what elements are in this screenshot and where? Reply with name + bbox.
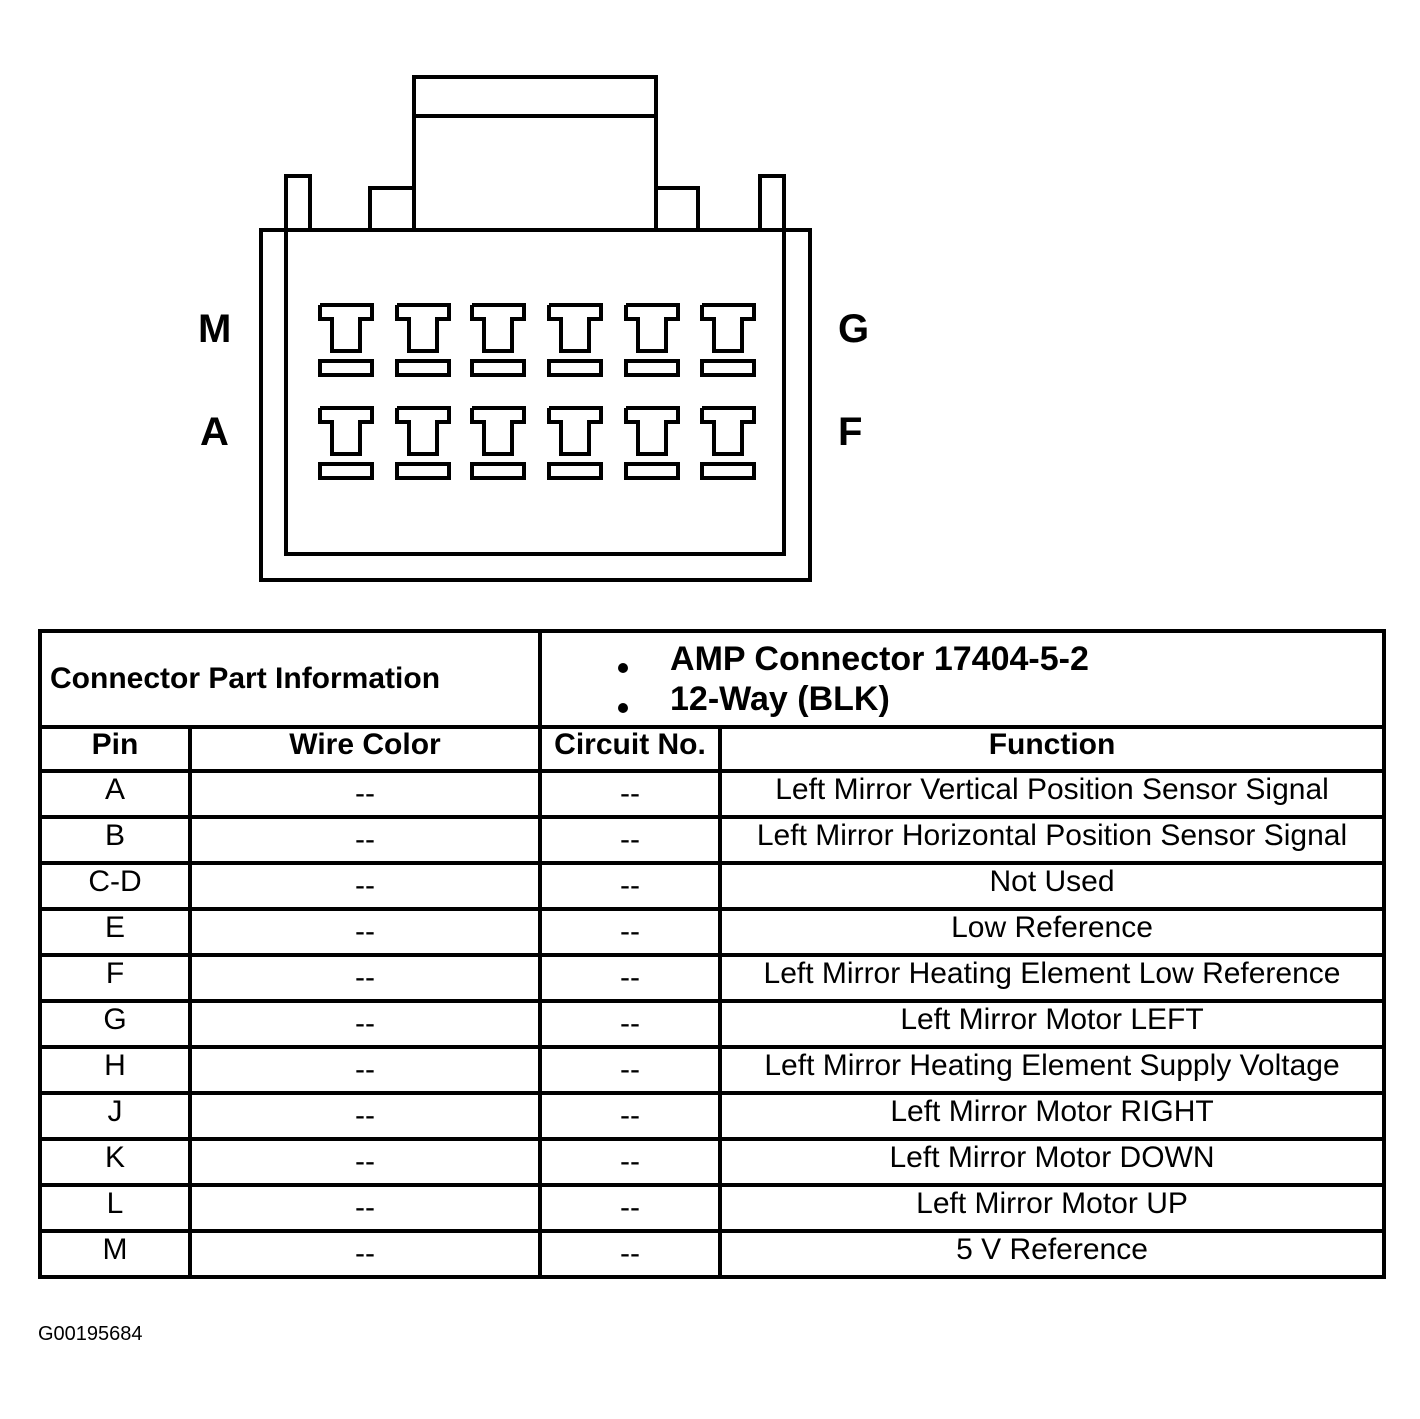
cell-pin: H (38, 1045, 192, 1095)
cell-circuit-no: -- (538, 953, 723, 1003)
cell-function: Left Mirror Motor DOWN (718, 1137, 1387, 1187)
cell-function: Left Mirror Heating Element Low Referenc… (718, 953, 1387, 1003)
connector-housing (259, 228, 812, 582)
cell-function: Left Mirror Horizontal Position Sensor S… (718, 815, 1387, 865)
part-info-item: 12-Way (BLK) (618, 679, 1380, 719)
cell-function: Low Reference (718, 907, 1387, 957)
cell-function: Left Mirror Heating Element Supply Volta… (718, 1045, 1387, 1095)
cell-function: 5 V Reference (718, 1229, 1387, 1279)
cell-wire-color: -- (187, 1091, 543, 1141)
cell-wire-color: -- (187, 1045, 543, 1095)
connector-latch (412, 75, 658, 232)
terminal-cavity (395, 303, 451, 377)
cell-function: Left Mirror Motor RIGHT (718, 1091, 1387, 1141)
cell-function: Left Mirror Motor LEFT (718, 999, 1387, 1049)
column-header-pin: Pin (38, 725, 192, 773)
table-row: M----5 V Reference (38, 1229, 1387, 1279)
part-info-list-cell: AMP Connector 17404-5-2 12-Way (BLK) (538, 629, 1387, 729)
cell-function: Not Used (718, 861, 1387, 911)
table-row: F----Left Mirror Heating Element Low Ref… (38, 953, 1387, 1003)
connector-face-drawing (259, 75, 812, 582)
column-header-circuit-no: Circuit No. (538, 725, 723, 773)
cell-pin: F (38, 953, 192, 1003)
cell-function: Left Mirror Motor UP (718, 1183, 1387, 1233)
cell-wire-color: -- (187, 1137, 543, 1187)
cell-wire-color: -- (187, 907, 543, 957)
cell-wire-color: -- (187, 861, 543, 911)
cell-circuit-no: -- (538, 861, 723, 911)
terminal-cavity (547, 406, 603, 480)
part-info-row: Connector Part Information AMP Connector… (37, 629, 1387, 729)
cell-pin: B (38, 815, 192, 865)
terminal-cavity (470, 406, 526, 480)
part-info-title: Connector Part Information (37, 629, 543, 729)
cell-wire-color: -- (187, 815, 543, 865)
cell-wire-color: -- (187, 769, 543, 819)
table-row: H----Left Mirror Heating Element Supply … (38, 1045, 1387, 1095)
column-header-row: Pin Wire Color Circuit No. Function (38, 725, 1387, 773)
cell-pin: K (38, 1137, 192, 1187)
cell-circuit-no: -- (538, 999, 723, 1049)
cell-pin: G (38, 999, 192, 1049)
table-row: J----Left Mirror Motor RIGHT (38, 1091, 1387, 1141)
table-row: K----Left Mirror Motor DOWN (38, 1137, 1387, 1187)
table-row: C-D----Not Used (38, 861, 1387, 911)
cell-pin: L (38, 1183, 192, 1233)
cell-function: Left Mirror Vertical Position Sensor Sig… (718, 769, 1387, 819)
terminal-cavity (318, 303, 374, 377)
pin-label-a: A (200, 410, 229, 454)
cell-pin: J (38, 1091, 192, 1141)
column-header-wire-color: Wire Color (187, 725, 543, 773)
pin-label-m: M (198, 307, 232, 351)
cell-pin: A (38, 769, 192, 819)
cell-wire-color: -- (187, 999, 543, 1049)
cell-circuit-no: -- (538, 1045, 723, 1095)
figure-id: G00195684 (38, 1323, 143, 1345)
part-info-item: AMP Connector 17404-5-2 (618, 639, 1380, 679)
table-row: B----Left Mirror Horizontal Position Sen… (38, 815, 1387, 865)
cell-circuit-no: -- (538, 1137, 723, 1187)
cell-wire-color: -- (187, 1229, 543, 1279)
cell-wire-color: -- (187, 1183, 543, 1233)
connector-inner-wall (284, 228, 786, 556)
cell-circuit-no: -- (538, 815, 723, 865)
terminal-cavity (318, 406, 374, 480)
cell-pin: C-D (38, 861, 192, 911)
terminal-cavity (624, 406, 680, 480)
table-row: G----Left Mirror Motor LEFT (38, 999, 1387, 1049)
table-row: A----Left Mirror Vertical Position Senso… (38, 769, 1387, 819)
cell-circuit-no: -- (538, 769, 723, 819)
cell-pin: E (38, 907, 192, 957)
cell-circuit-no: -- (538, 907, 723, 957)
table-row: L----Left Mirror Motor UP (38, 1183, 1387, 1233)
part-info-list: AMP Connector 17404-5-2 12-Way (BLK) (544, 639, 1380, 719)
terminal-cavity (624, 303, 680, 377)
terminal-cavity (700, 303, 756, 377)
terminal-cavity (700, 406, 756, 480)
cell-wire-color: -- (187, 953, 543, 1003)
cell-circuit-no: -- (538, 1091, 723, 1141)
column-header-function: Function (718, 725, 1387, 773)
terminal-cavity (395, 406, 451, 480)
cell-pin: M (38, 1229, 192, 1279)
cell-circuit-no: -- (538, 1183, 723, 1233)
table-row: E----Low Reference (38, 907, 1387, 957)
pin-label-f: F (838, 410, 863, 454)
connector-pinout-table: Connector Part Information AMP Connector… (37, 629, 1387, 1279)
cell-circuit-no: -- (538, 1229, 723, 1279)
terminal-cavity (470, 303, 526, 377)
terminal-cavity (547, 303, 603, 377)
pin-label-g: G (838, 307, 870, 351)
